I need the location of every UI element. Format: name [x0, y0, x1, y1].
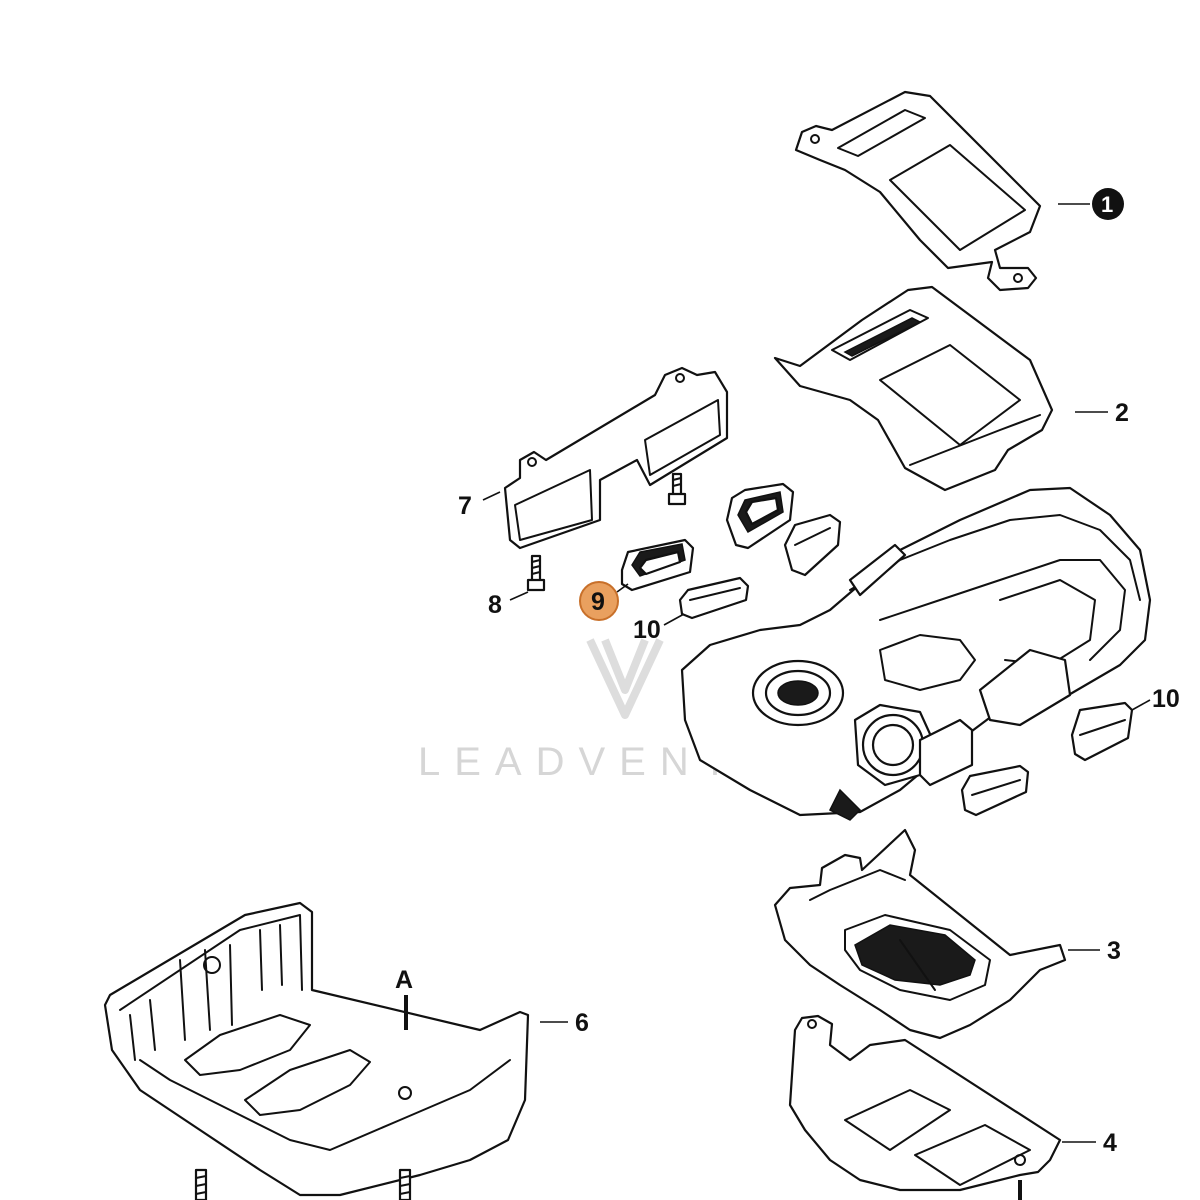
callout-4[interactable]: 4	[1062, 1129, 1117, 1157]
reference-marker-a: A	[395, 966, 413, 1030]
callout-highlight-icon	[579, 581, 619, 621]
callout-label: 2	[1115, 399, 1129, 427]
fuel-tank[interactable]	[680, 486, 1152, 821]
callout-10-right[interactable]: 10	[1131, 685, 1180, 713]
part-7-bracket[interactable]	[503, 366, 729, 550]
part-3-lower-shield[interactable]	[773, 828, 1067, 1040]
part-4-bottom-plate[interactable]	[788, 1014, 1062, 1192]
callout-10-left[interactable]: 10	[633, 613, 685, 644]
callout-7[interactable]: 7	[458, 491, 501, 520]
part-9-grommets[interactable]	[620, 482, 795, 592]
callout-6[interactable]: 6	[540, 1009, 589, 1037]
callout-label: 7	[458, 492, 472, 520]
screw-icon	[667, 472, 687, 506]
callout-label: 6	[575, 1009, 589, 1037]
part-8-screws[interactable]	[526, 472, 687, 592]
callout-label: 3	[1107, 937, 1121, 965]
part-1-heat-shield[interactable]	[794, 90, 1042, 292]
callout-label: 4	[1103, 1129, 1117, 1157]
callout-2[interactable]: 2	[1075, 399, 1129, 427]
callout-label: 8	[488, 591, 502, 619]
callout-9[interactable]: 9	[579, 581, 629, 621]
callout-label: 10	[633, 616, 661, 644]
callout-3[interactable]: 3	[1068, 937, 1121, 965]
callout-8[interactable]: 8	[488, 591, 529, 619]
callout-badge-icon	[1092, 188, 1124, 220]
part-10-plugs[interactable]	[678, 513, 1134, 817]
callout-label: 1	[1101, 192, 1113, 217]
watermark-logo-icon	[586, 638, 664, 719]
part-6-base-housing[interactable]	[103, 901, 530, 1197]
callout-1[interactable]: 1	[1058, 188, 1124, 220]
callout-label: 10	[1152, 685, 1180, 713]
callout-label: 9	[591, 588, 605, 616]
part-2-shield-plate[interactable]	[773, 285, 1054, 492]
screw-icon	[526, 554, 546, 592]
reference-marker-label: A	[395, 966, 413, 994]
studs[interactable]	[194, 1168, 412, 1200]
